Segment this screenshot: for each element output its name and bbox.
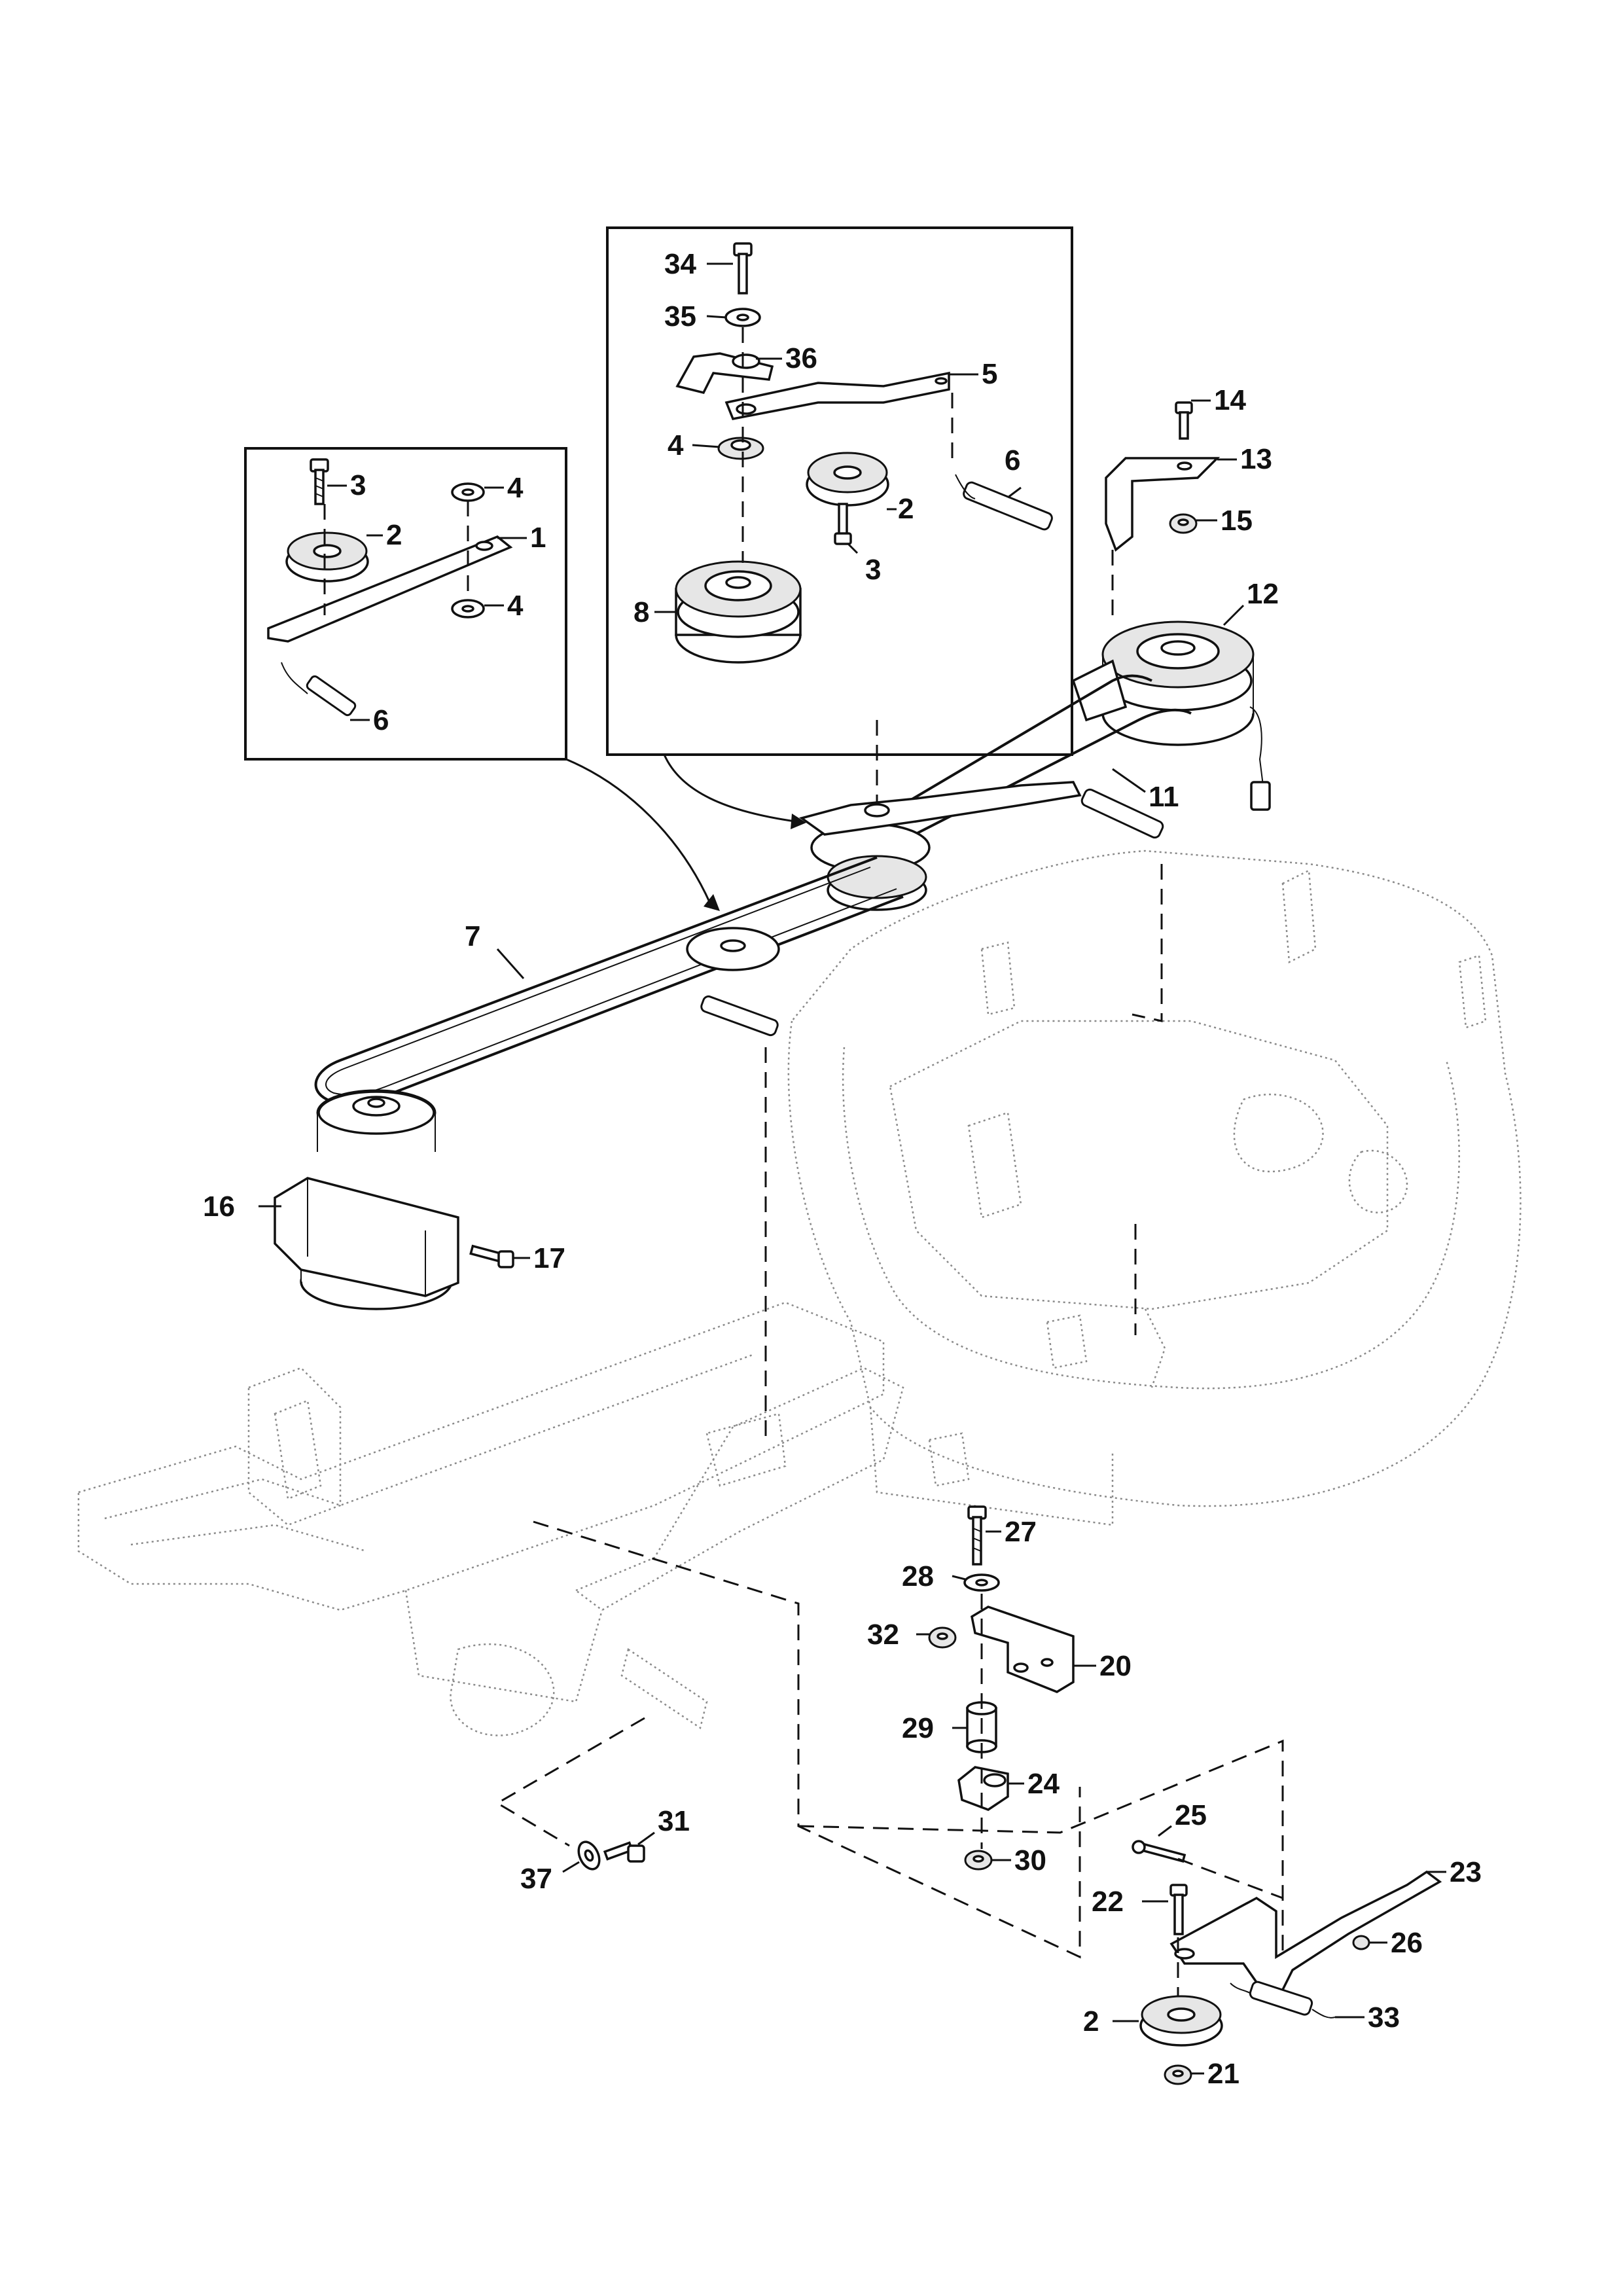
inset-left-arrow-line xyxy=(565,758,711,904)
washer-37 xyxy=(577,1840,601,1871)
center-inset-double-pulley-8 xyxy=(675,560,802,664)
pulley-bracket-16 xyxy=(274,1089,459,1310)
callout-2-lower: 2 xyxy=(1083,2005,1099,2037)
nut-26 xyxy=(1352,1935,1370,1950)
center-inset-spring-6 xyxy=(955,474,1053,531)
washer-28 xyxy=(963,1573,1000,1592)
center-inset-pulley-2 xyxy=(806,452,889,507)
center-idler-assembly xyxy=(798,781,1082,911)
inset-frame-center xyxy=(606,226,1073,756)
left-inset-spring-6 xyxy=(281,662,357,717)
left-inset-bolt-3 xyxy=(310,458,329,505)
spring-mid xyxy=(700,995,779,1037)
bolt-22 xyxy=(1169,1884,1188,1935)
callout-3-center: 3 xyxy=(865,554,881,586)
callout-33: 33 xyxy=(1368,2001,1400,2034)
inset-frame-left xyxy=(244,447,567,761)
callout-4-left-bottom: 4 xyxy=(507,590,524,622)
center-inset-bolt-34 xyxy=(733,242,753,295)
left-inset-washer-4-top xyxy=(451,482,485,502)
callout-1: 1 xyxy=(530,522,546,554)
callout-2-center: 2 xyxy=(898,493,914,525)
bolt-31 xyxy=(603,1841,645,1863)
inset-left-arrowhead xyxy=(704,894,720,911)
nut-30 xyxy=(964,1850,993,1871)
callout-3-left: 3 xyxy=(350,469,366,501)
callout-17: 17 xyxy=(533,1242,565,1274)
lower-dash-outline-b xyxy=(798,1739,1284,1957)
callout-13: 13 xyxy=(1240,443,1272,475)
callout-4-left-top: 4 xyxy=(507,472,524,504)
lower-dash-outline-a xyxy=(533,1520,1081,1959)
nut-21 xyxy=(1164,2064,1192,2085)
callout-22: 22 xyxy=(1092,1886,1124,1918)
callout-21: 21 xyxy=(1207,2058,1240,2090)
idler-arm-23 xyxy=(1169,1870,1442,1998)
pulley-2-lower xyxy=(1139,1995,1223,2047)
center-inset-idler-arm-5 xyxy=(724,371,950,420)
callout-5: 5 xyxy=(982,358,997,390)
callout-35: 35 xyxy=(664,300,696,332)
callout-8: 8 xyxy=(633,596,649,628)
bolt-17 xyxy=(469,1244,514,1268)
callout-7: 7 xyxy=(465,920,480,952)
callout-23: 23 xyxy=(1450,1856,1482,1888)
center-inset-bolt-3 xyxy=(834,503,852,545)
callout-20: 20 xyxy=(1099,1650,1132,1682)
deck-housing-outline xyxy=(787,850,1522,1526)
bolt-14 xyxy=(1175,401,1193,440)
nut-15 xyxy=(1169,513,1198,534)
callout-27: 27 xyxy=(1005,1516,1037,1548)
electric-clutch-12 xyxy=(1071,620,1271,811)
callout-30: 30 xyxy=(1014,1844,1046,1876)
callout-37: 37 xyxy=(520,1863,552,1895)
callout-32: 32 xyxy=(867,1619,899,1651)
belt-mid-pulley xyxy=(686,927,780,971)
callout-36: 36 xyxy=(785,342,817,374)
callout-labels: 34 35 36 5 4 6 2 3 8 3 4 2 1 4 6 14 13 1… xyxy=(203,248,1482,2090)
callout-34: 34 xyxy=(664,248,696,280)
inset-center-arrow-line xyxy=(663,754,796,823)
lower-dash-outline-c xyxy=(495,1717,645,1847)
center-inset-washer-35 xyxy=(724,308,761,327)
callout-12: 12 xyxy=(1247,578,1279,610)
lower-right-dash-pin xyxy=(1177,1857,1283,1899)
center-inset-washer-4 xyxy=(717,437,764,460)
center-inset-plate-36 xyxy=(675,352,774,395)
callout-6-center: 6 xyxy=(1005,444,1020,476)
right-dash-vertical xyxy=(1132,864,1163,1022)
bracket-13 xyxy=(1105,457,1221,552)
spring-near-clutch xyxy=(1080,788,1164,839)
callout-25: 25 xyxy=(1175,1799,1207,1831)
callout-16: 16 xyxy=(203,1191,235,1223)
callout-28: 28 xyxy=(902,1560,934,1592)
belt-11 xyxy=(823,674,1192,872)
spring-33 xyxy=(1230,1981,1336,2018)
callout-29: 29 xyxy=(902,1712,934,1744)
left-inset-idler-arm-1 xyxy=(267,535,513,643)
callout-14: 14 xyxy=(1214,384,1246,416)
leader-lines xyxy=(259,262,1446,2075)
inset-center-arrowhead xyxy=(791,814,806,829)
callout-24: 24 xyxy=(1027,1768,1060,1800)
left-inset-washer-4-bottom xyxy=(451,599,485,619)
callout-4-center: 4 xyxy=(668,429,684,461)
bracket-20 xyxy=(971,1605,1075,1693)
left-inset-pulley-2 xyxy=(285,531,369,583)
callout-11: 11 xyxy=(1149,781,1179,813)
callout-15: 15 xyxy=(1221,505,1253,537)
tractor-frame-outline xyxy=(77,1301,904,1736)
bolt-27 xyxy=(967,1505,987,1566)
callout-2-left: 2 xyxy=(386,519,402,551)
callout-6-left: 6 xyxy=(373,704,389,736)
deck-belt-7 xyxy=(314,856,904,1105)
callout-26: 26 xyxy=(1391,1927,1423,1959)
nut-32 xyxy=(928,1626,957,1649)
callout-31: 31 xyxy=(658,1805,690,1837)
clamp-24 xyxy=(957,1766,1009,1811)
pin-25 xyxy=(1132,1840,1186,1863)
